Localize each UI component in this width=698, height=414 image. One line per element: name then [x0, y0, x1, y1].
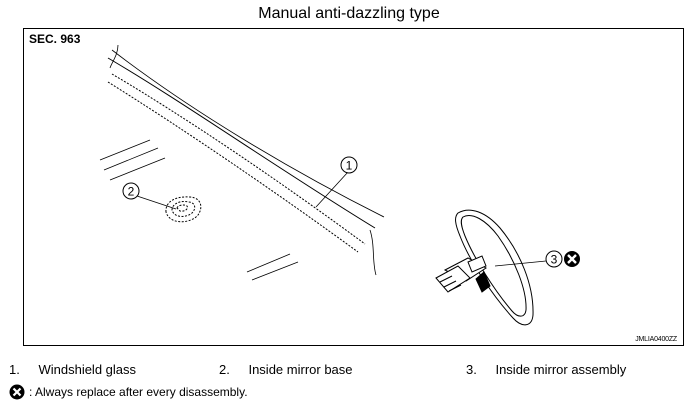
legend-item-inside-mirror-assembly: 3. Inside mirror assembly	[466, 362, 626, 377]
callout-3: 3	[545, 250, 563, 268]
legend-label: Inside mirror assembly	[495, 362, 627, 377]
legend-number: 1.	[9, 362, 20, 377]
legend-number: 2.	[219, 362, 230, 377]
legend-item-windshield-glass: 1. Windshield glass	[9, 362, 136, 377]
replace-note: : Always replace after every disassembly…	[9, 384, 248, 400]
diagram-frame: SEC. 963 JMLIA0400ZZ	[23, 28, 684, 346]
section-label: SEC. 963	[29, 32, 81, 46]
replace-note-text: : Always replace after every disassembly…	[29, 385, 248, 399]
legend-label: Inside mirror base	[248, 362, 353, 377]
figure-code: JMLIA0400ZZ	[635, 336, 677, 343]
callout-1: 1	[340, 156, 358, 174]
legend-label: Windshield glass	[38, 362, 137, 377]
svg-text:2: 2	[128, 185, 135, 199]
inside-mirror-base	[165, 196, 202, 223]
svg-text:3: 3	[551, 253, 558, 267]
diagram-title: Manual anti-dazzling type	[258, 5, 440, 22]
windshield-glass	[99, 44, 385, 281]
callout-2: 2	[122, 182, 140, 200]
legend-item-inside-mirror-base: 2. Inside mirror base	[219, 362, 353, 377]
x-circle-icon	[564, 251, 580, 267]
legend-number: 3.	[466, 362, 477, 377]
svg-text:1: 1	[346, 159, 353, 173]
inside-mirror-assembly	[435, 209, 534, 326]
x-circle-icon	[9, 384, 25, 400]
